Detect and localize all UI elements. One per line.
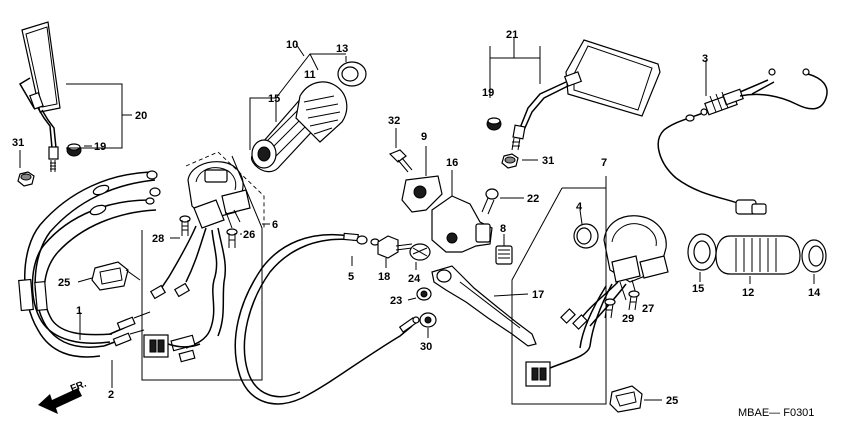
holder-9: [401, 175, 443, 213]
callout-12: 12: [742, 287, 754, 299]
screw-28: [179, 215, 191, 236]
callout-32: 32: [388, 115, 400, 127]
leader-4: [579, 209, 583, 225]
right-mirror-nut: [486, 117, 502, 131]
right-handlebar-switch: [525, 215, 669, 387]
callout-19-left: 19: [94, 141, 106, 153]
callout-box-7: [511, 187, 607, 405]
screw-22: [481, 188, 499, 215]
throttle-cable: [234, 232, 420, 405]
callout-25-right: 25: [666, 395, 678, 407]
callout-1: 1: [76, 305, 82, 317]
leader-25a: [77, 277, 93, 283]
cable-clamp-25-right: [609, 385, 643, 413]
callout-24: 24: [408, 273, 421, 285]
group-outline-6: [185, 151, 265, 230]
callout-27: 27: [642, 303, 654, 315]
callout-11: 11: [304, 69, 316, 81]
left-bolt-31: [17, 171, 35, 187]
callout-labels: 1 2 3 4 5 6 7 8 9 10 11 12 13 14 15 15 1…: [12, 29, 821, 407]
callout-box-6: [141, 155, 263, 381]
callout-15-right: 15: [692, 283, 704, 295]
callout-2: 2: [108, 389, 114, 401]
leader-17: [493, 293, 529, 297]
callout-26: 26: [243, 229, 255, 241]
callout-15-left: 15: [268, 93, 280, 105]
callout-31-left: 31: [12, 137, 24, 149]
callout-17: 17: [532, 289, 544, 301]
front-direction-arrow: [38, 388, 82, 414]
callout-5: 5: [348, 271, 354, 283]
reference-code: MBAE— F0301: [738, 407, 814, 419]
right-grip-assembly: [687, 233, 827, 275]
nut-30: [419, 312, 437, 328]
callout-bracket-10: [249, 53, 346, 150]
callout-4: 4: [576, 201, 583, 213]
right-mirror: [511, 39, 661, 151]
callout-16: 16: [446, 157, 458, 169]
callout-20: 20: [135, 110, 147, 122]
bolt-32: [388, 149, 413, 173]
callout-21: 21: [506, 29, 518, 41]
left-mirror: [18, 21, 61, 172]
callout-14: 14: [808, 287, 821, 299]
leader-23: [407, 297, 417, 301]
callout-bracket-21: [489, 38, 541, 98]
nut-23: [416, 287, 432, 301]
callout-23: 23: [390, 295, 402, 307]
cable-3: [657, 68, 828, 215]
callout-13: 13: [336, 43, 348, 55]
screw-27: [628, 290, 640, 311]
clutch-lever-17: [431, 265, 537, 347]
left-mirror-nut: [66, 143, 82, 157]
left-grip-assembly: [250, 61, 367, 173]
lever-bracket-16: [431, 195, 493, 253]
cable-clamp-25-left: [91, 261, 141, 291]
callout-22: 22: [527, 193, 539, 205]
screw-26: [226, 228, 238, 248]
right-bolt-31: [501, 153, 519, 169]
leader-10: [295, 43, 305, 57]
callout-28: 28: [152, 233, 164, 245]
callout-bracket-20: [66, 83, 132, 149]
spring-24: [409, 243, 431, 261]
callout-30: 30: [420, 341, 432, 353]
bolt-18: [377, 235, 413, 259]
left-handlebar-switch: [143, 161, 251, 363]
callout-7: 7: [601, 157, 607, 169]
callout-8: 8: [500, 223, 506, 235]
callout-18: 18: [378, 271, 390, 283]
callout-29: 29: [622, 313, 634, 325]
callout-9: 9: [421, 131, 427, 143]
callout-10: 10: [286, 39, 298, 51]
callout-19-right: 19: [482, 87, 494, 99]
callout-3: 3: [702, 53, 708, 65]
callout-6: 6: [272, 219, 278, 231]
callout-31-right: 31: [542, 155, 554, 167]
front-marker-label: FR.: [69, 378, 88, 394]
pivot-8: [495, 245, 513, 265]
clutch-cables: [18, 170, 161, 358]
screw-29: [604, 298, 616, 319]
callout-25-left: 25: [58, 277, 70, 289]
ring-4: [573, 223, 599, 249]
